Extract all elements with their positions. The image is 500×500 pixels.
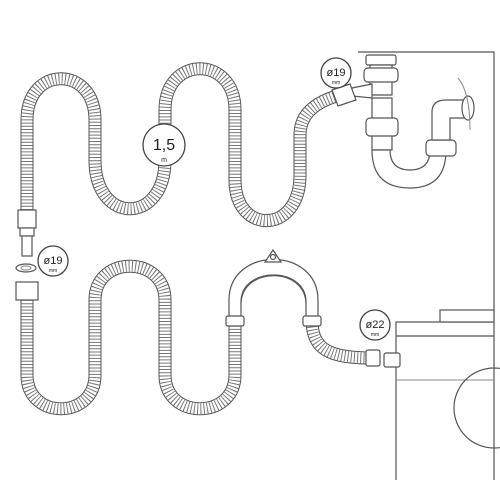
- diameter-badge-joint: ø19 mm: [37, 245, 69, 277]
- length-unit: m: [161, 157, 167, 164]
- siphon-wall-flange: [461, 95, 475, 121]
- u-hook-holder: [225, 248, 322, 327]
- machine-door: [453, 367, 500, 449]
- diameter-machine-value: ø22: [366, 319, 385, 331]
- machine-drain-port: [383, 352, 401, 368]
- length-badge: 1,5 m: [142, 123, 186, 167]
- joint-ring-hole: [20, 265, 32, 271]
- machine-body-outline: [395, 321, 494, 480]
- sink-siphon-illustration: [351, 51, 495, 480]
- upper-hose-connector: [17, 209, 37, 229]
- lower-hose-outlet-cuff: [365, 349, 381, 367]
- diameter-top-value: ø19: [327, 67, 346, 79]
- u-hook-right-clip: [302, 315, 322, 327]
- upper-corrugated-hose: [17, 62, 357, 257]
- u-hook-left-clip: [225, 315, 245, 327]
- u-hook-hanger-hole: [269, 253, 277, 261]
- siphon-top-nut: [363, 67, 399, 83]
- washing-machine-illustration: [383, 309, 500, 480]
- siphon-top-cap: [365, 54, 397, 66]
- machine-control-panel: [439, 309, 495, 323]
- siphon-middle-nut: [365, 117, 399, 137]
- upper-hose-connector-step-1: [19, 227, 35, 237]
- lower-corrugated-hose: [15, 259, 381, 416]
- lower-hose-inlet-cuff: [15, 281, 39, 301]
- siphon-inset-frame: [358, 51, 495, 480]
- diameter-badge-machine: ø22 mm: [359, 309, 391, 341]
- wall-line: [457, 77, 471, 131]
- diameter-joint-value: ø19: [44, 255, 63, 267]
- diameter-badge-top: ø19 mm: [320, 57, 352, 89]
- length-value: 1,5: [153, 137, 175, 154]
- joint-ring: [15, 263, 37, 273]
- diameter-machine-unit: mm: [371, 332, 379, 338]
- upper-hose-connector-tip: [21, 235, 33, 257]
- diameter-top-unit: mm: [332, 80, 340, 86]
- diameter-joint-unit: mm: [49, 268, 57, 274]
- siphon-right-nut: [425, 139, 457, 157]
